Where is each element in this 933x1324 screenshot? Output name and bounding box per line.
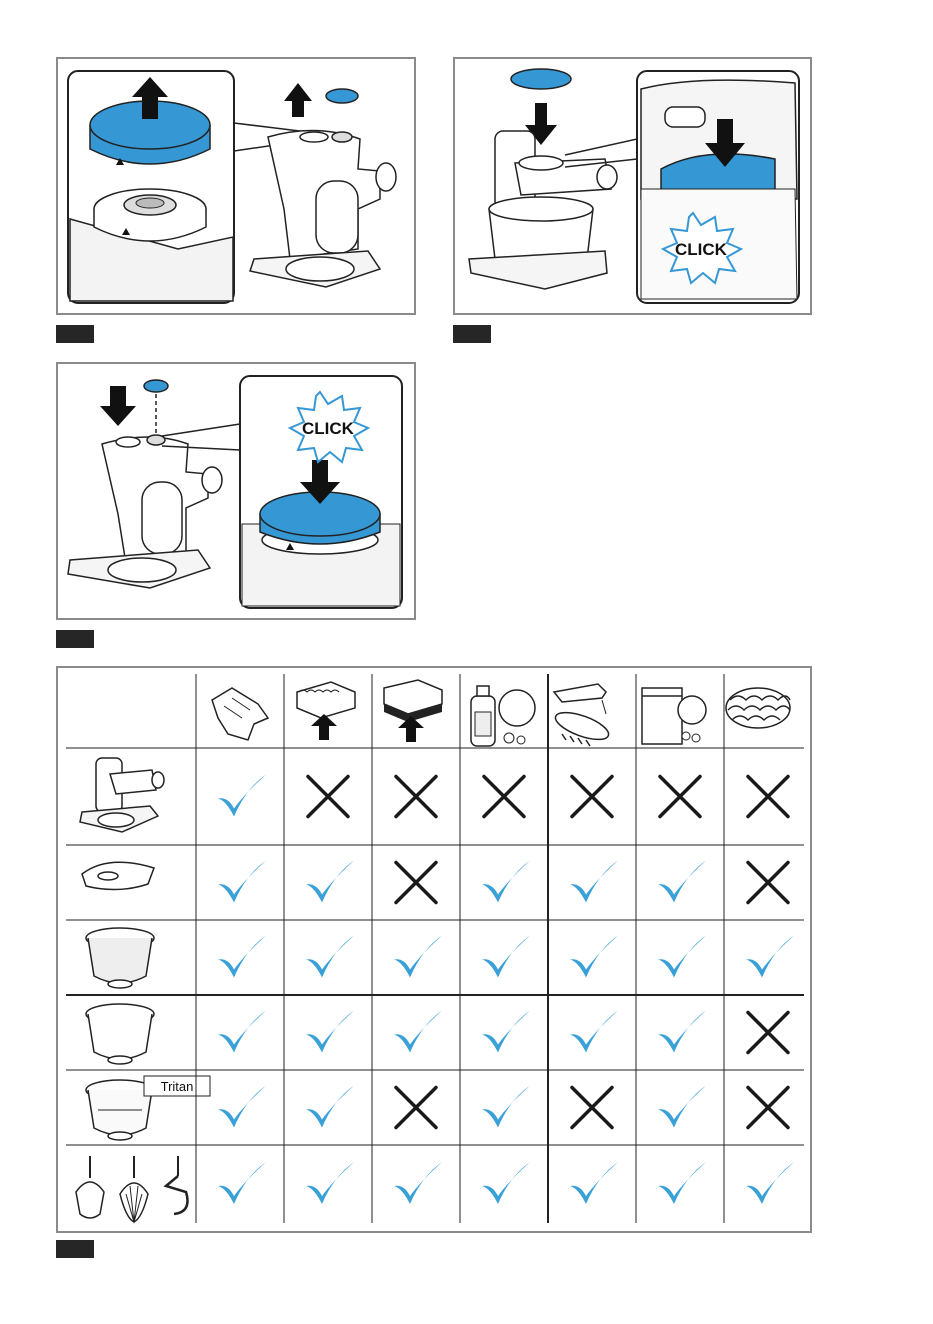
check-mark-icon — [570, 1162, 618, 1204]
cross-mark-icon — [660, 777, 700, 817]
check-mark-icon — [658, 936, 706, 978]
check-mark-icon — [746, 936, 794, 978]
figure-fit-cover: CLICK — [453, 57, 812, 315]
check-mark-icon — [482, 936, 530, 978]
steel-wool-icon — [726, 688, 790, 728]
check-mark-icon — [218, 1086, 266, 1128]
plastic-bowl-icon — [86, 1004, 154, 1064]
cross-mark-icon — [748, 863, 788, 903]
check-mark-icon — [658, 1086, 706, 1128]
soft-sponge-icon — [297, 682, 355, 740]
check-mark-icon — [218, 936, 266, 978]
step-marker-a — [56, 325, 94, 343]
splash-guard-icon — [82, 862, 154, 889]
check-mark-icon — [394, 1011, 442, 1053]
check-mark-icon — [218, 861, 266, 903]
step-marker-b — [453, 325, 491, 343]
check-mark-icon — [306, 936, 354, 978]
check-mark-icon — [394, 936, 442, 978]
check-mark-icon — [482, 1086, 530, 1128]
step-marker-c — [56, 630, 94, 648]
check-mark-icon — [570, 936, 618, 978]
cross-mark-icon — [396, 777, 436, 817]
check-mark-icon — [746, 1162, 794, 1204]
cross-mark-icon — [484, 777, 524, 817]
check-mark-icon — [570, 861, 618, 903]
tritan-bowl-icon: Tritan — [86, 1076, 210, 1140]
cross-mark-icon — [396, 863, 436, 903]
dish-soap-icon — [471, 686, 535, 746]
check-mark-icon — [658, 861, 706, 903]
figure-remove-cover — [56, 57, 416, 315]
cross-mark-icon — [748, 1088, 788, 1128]
cross-mark-icon — [748, 777, 788, 817]
click-label: CLICK — [302, 419, 355, 438]
check-mark-icon — [306, 1162, 354, 1204]
check-mark-icon — [306, 1086, 354, 1128]
mixing-tools-icon — [76, 1156, 188, 1222]
check-mark-icon — [218, 1011, 266, 1053]
step-marker-d — [56, 1240, 94, 1258]
check-mark-icon — [482, 1162, 530, 1204]
cross-mark-icon — [748, 1013, 788, 1053]
check-mark-icon — [394, 1162, 442, 1204]
check-mark-icon — [306, 1011, 354, 1053]
check-mark-icon — [482, 1011, 530, 1053]
abrasive-sponge-icon — [384, 680, 442, 742]
stainless-bowl-icon — [86, 928, 154, 988]
cross-mark-icon — [572, 1088, 612, 1128]
tap-brush-icon — [552, 684, 611, 746]
check-mark-icon — [482, 861, 530, 903]
check-mark-icon — [570, 1011, 618, 1053]
cross-mark-icon — [396, 1088, 436, 1128]
click-label: CLICK — [675, 240, 728, 259]
figure-refit-cap: CLICK — [56, 362, 416, 620]
check-mark-icon — [658, 1011, 706, 1053]
tritan-label: Tritan — [161, 1079, 194, 1094]
cleaning-table-grid: Tritan — [58, 668, 810, 1231]
check-mark-icon — [658, 1162, 706, 1204]
check-mark-icon — [218, 1162, 266, 1204]
cross-mark-icon — [308, 777, 348, 817]
cloth-icon — [212, 688, 268, 740]
cross-mark-icon — [572, 777, 612, 817]
cleaning-table: Tritan — [56, 666, 812, 1233]
check-mark-icon — [218, 775, 266, 817]
dishwasher-icon — [642, 688, 706, 744]
check-mark-icon — [306, 861, 354, 903]
base-unit-icon — [80, 758, 164, 832]
